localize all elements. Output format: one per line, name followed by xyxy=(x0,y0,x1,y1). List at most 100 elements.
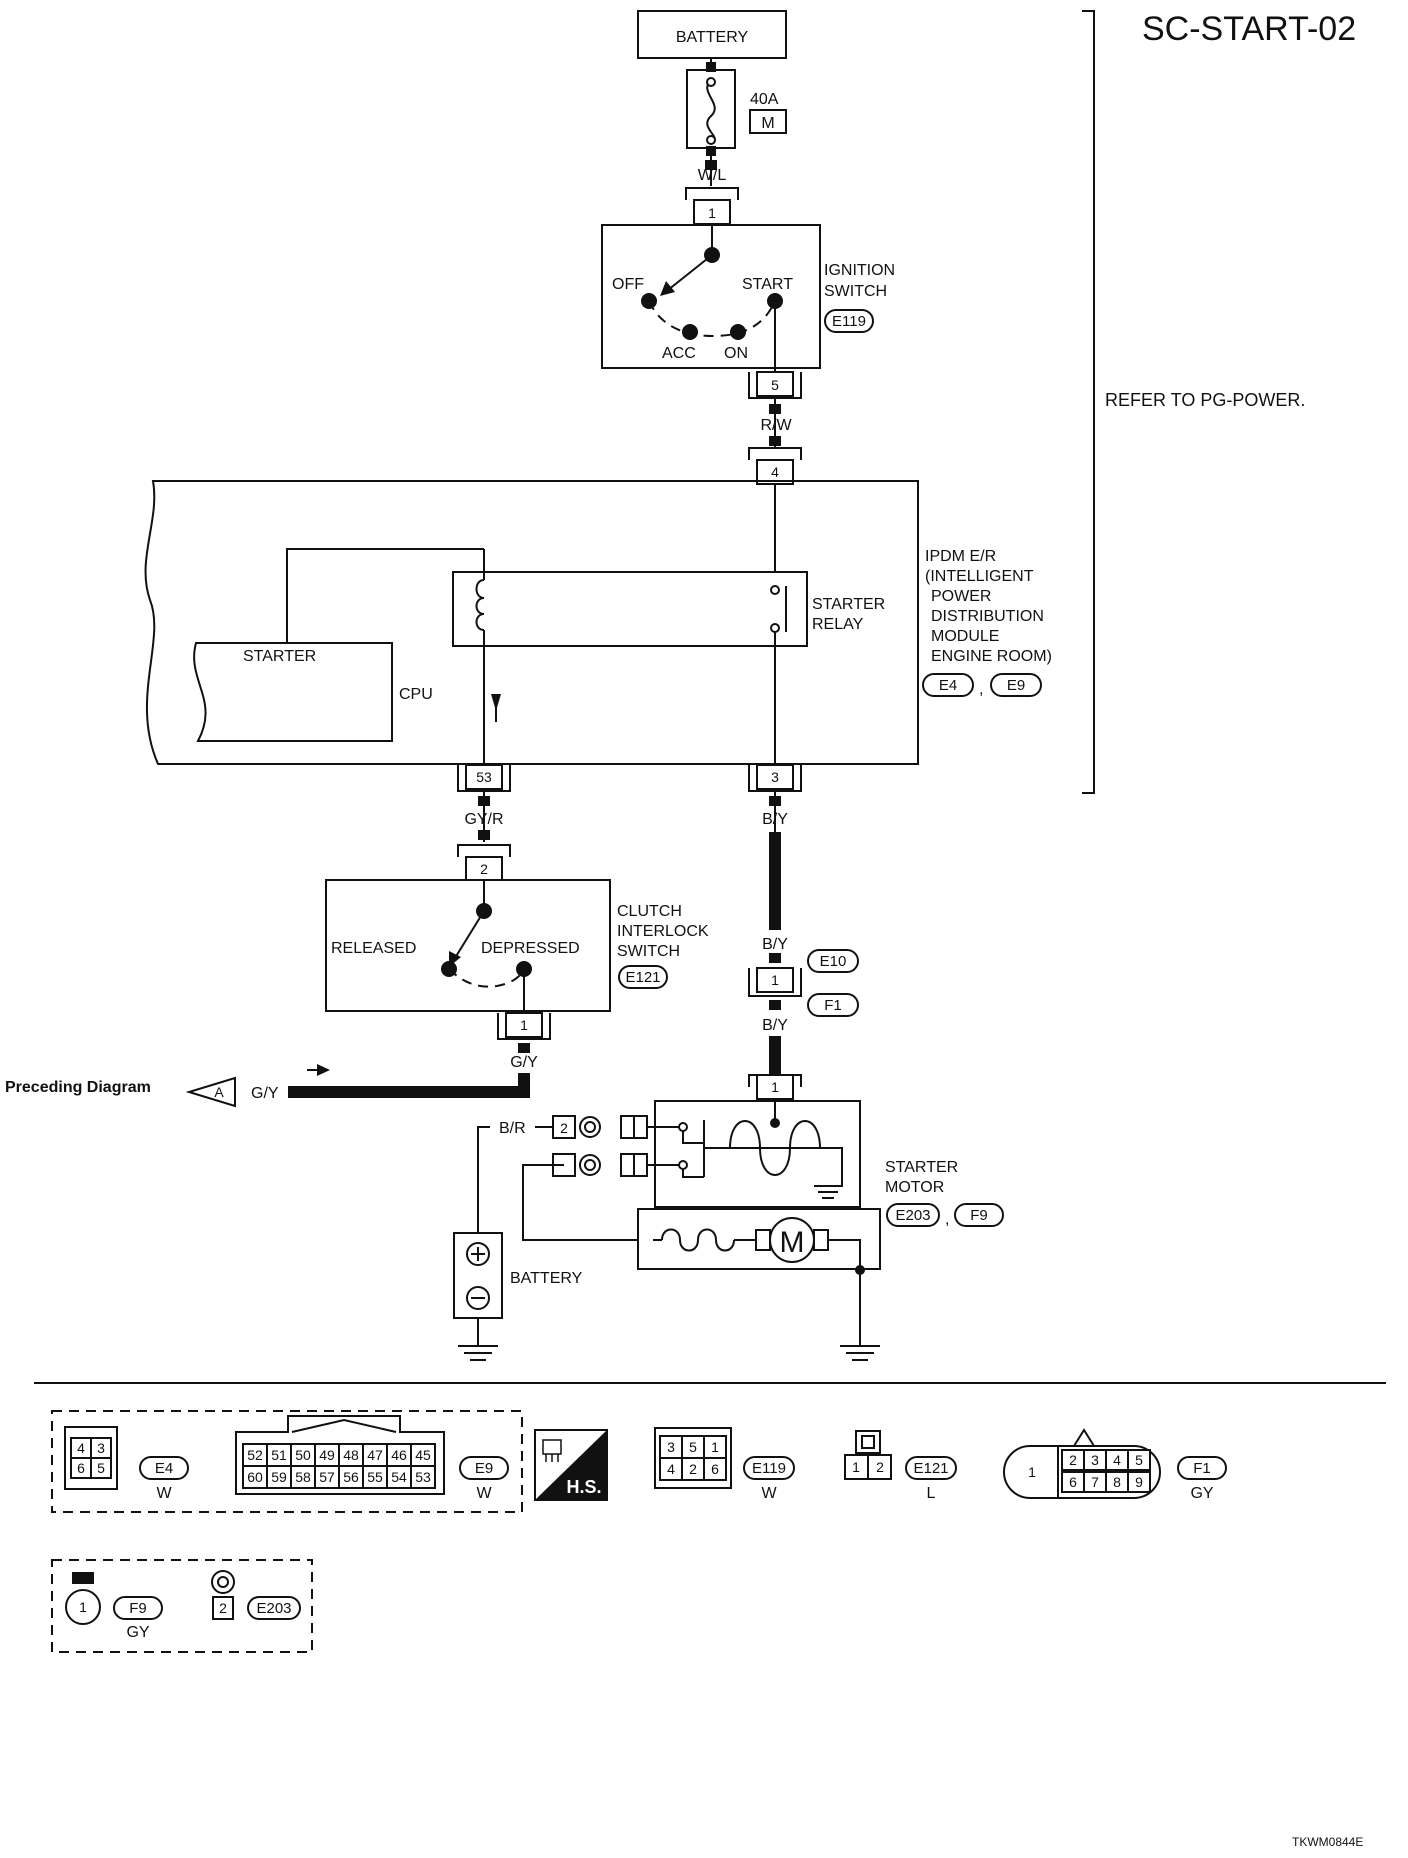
ipdm-connector-e9: E9 xyxy=(1007,677,1025,694)
ign-pin5-box xyxy=(756,371,794,397)
clutch-released: RELEASED xyxy=(331,940,416,957)
f1-pin: 8 xyxy=(1113,1474,1121,1490)
f1-pin: 9 xyxy=(1135,1474,1143,1490)
e203-view-pin: 2 xyxy=(219,1600,227,1616)
wire-b-y-1: B/Y xyxy=(762,811,788,828)
wire-b-r: B/R xyxy=(499,1120,526,1137)
e9-pin: 47 xyxy=(367,1447,383,1463)
ipdm-pin53-box xyxy=(465,764,503,790)
e4-pin: 4 xyxy=(77,1440,85,1456)
starter-pin-main: 1 xyxy=(771,1079,779,1095)
e9-pin: 52 xyxy=(247,1447,263,1463)
ipdm-pin3-box xyxy=(756,764,794,790)
e9-pin: 60 xyxy=(247,1469,263,1485)
field-coil xyxy=(661,1228,735,1252)
f9-view-color: GY xyxy=(126,1624,149,1641)
f1-pin: 4 xyxy=(1113,1452,1121,1468)
f9-e203-group xyxy=(51,1559,313,1653)
f9-face xyxy=(65,1572,101,1625)
e9-pin: 57 xyxy=(319,1469,335,1485)
fuse-letter-box xyxy=(749,109,787,134)
e4-pin: 3 xyxy=(97,1440,105,1456)
e9-pin: 49 xyxy=(319,1447,335,1463)
e121-pin: 1 xyxy=(852,1459,860,1475)
e203-view-id: E203 xyxy=(256,1600,291,1617)
joint-conn-lower: F1 xyxy=(824,997,842,1014)
e4-view-badge xyxy=(139,1456,189,1480)
relay-label-2: RELAY xyxy=(812,616,864,633)
cpu-box xyxy=(193,642,393,742)
e121-badge xyxy=(618,965,668,989)
cpu-starter: STARTER xyxy=(243,648,316,665)
e119-badge xyxy=(824,309,874,333)
e4-badge xyxy=(922,673,974,697)
ipdm-label-1: IPDM E/R xyxy=(925,548,996,565)
f1-pin: 7 xyxy=(1091,1474,1099,1490)
f1-big-pin: 1 xyxy=(1028,1464,1036,1480)
e9-pin-grid xyxy=(242,1443,436,1489)
clutch-pin-out: 1 xyxy=(520,1017,528,1033)
clutch-switch-box xyxy=(325,879,611,1012)
ign-pin-out: 5 xyxy=(771,377,779,393)
clutch-label-3: SWITCH xyxy=(617,943,680,960)
e9-view-id: E9 xyxy=(475,1460,493,1477)
battery-top-box xyxy=(637,10,787,59)
f9-view-id: F9 xyxy=(129,1600,147,1617)
f1-pin: 6 xyxy=(1069,1474,1077,1490)
e9-pin: 56 xyxy=(343,1469,359,1485)
e9-view-badge xyxy=(459,1456,509,1480)
svg-text:,: , xyxy=(979,681,983,698)
e9-pin: 55 xyxy=(367,1469,383,1485)
wire-g-y-1: G/Y xyxy=(510,1054,538,1071)
e10-badge xyxy=(807,949,859,973)
wire-b-y-3: B/Y xyxy=(762,1017,788,1034)
e9-face xyxy=(235,1415,445,1495)
clutch-label-1: CLUTCH xyxy=(617,903,682,920)
f1-badge xyxy=(807,993,859,1017)
e9-pin: 54 xyxy=(391,1469,407,1485)
e119-pin: 3 xyxy=(667,1439,675,1455)
ign-pin-in: 1 xyxy=(708,205,716,221)
f9-view-badge xyxy=(113,1596,163,1620)
ipdm-label-4: DISTRIBUTION xyxy=(931,608,1044,625)
ignition-switch-connector: E119 xyxy=(832,313,866,330)
clutch-depressed: DEPRESSED xyxy=(481,940,580,957)
f1-view-id: F1 xyxy=(1193,1460,1211,1477)
refer-bracket xyxy=(1082,10,1095,794)
wire-w-l: W/L xyxy=(698,167,727,184)
e203-badge xyxy=(886,1203,940,1227)
f1-pin: 3 xyxy=(1091,1452,1099,1468)
e4-view-id: E4 xyxy=(155,1460,173,1477)
preceding-marker-letter: A xyxy=(214,1084,224,1100)
joint-conn-upper: E10 xyxy=(820,953,847,970)
clutch-pin-in: 2 xyxy=(480,861,488,877)
solenoid-coil xyxy=(729,1120,821,1176)
e9-pin: 58 xyxy=(295,1469,311,1485)
diagram-code: SC-START-02 xyxy=(1142,10,1356,48)
e121-view-badge xyxy=(905,1456,957,1480)
clutch-label-2: INTERLOCK xyxy=(617,923,709,940)
e119-view-color: W xyxy=(761,1485,777,1502)
e121-face xyxy=(844,1430,892,1480)
e9-pin: 50 xyxy=(295,1447,311,1463)
relay-coil xyxy=(475,579,485,631)
ign-start: START xyxy=(742,276,793,293)
e9-pin: 59 xyxy=(271,1469,287,1485)
e9-pin: 45 xyxy=(415,1447,431,1463)
ignition-switch-label-1: IGNITION xyxy=(824,262,895,279)
f9-badge xyxy=(954,1203,1004,1227)
f1-view-badge xyxy=(1177,1456,1227,1480)
wire-r-w: R/W xyxy=(760,417,792,434)
fuse-letter: M xyxy=(761,115,774,132)
ipdm-pin-cpu: 53 xyxy=(476,769,492,785)
starter-motor-label-1: STARTER xyxy=(885,1159,958,1176)
ign-on: ON xyxy=(724,345,748,362)
ipdm-pin-in: 4 xyxy=(771,464,779,480)
clutch-connector: E121 xyxy=(625,969,660,986)
relay-label-1: STARTER xyxy=(812,596,885,613)
motor-symbol: M xyxy=(780,1226,805,1259)
e121-view-id: E121 xyxy=(913,1460,948,1477)
starter-pin1-box xyxy=(756,1074,794,1100)
e119-pin: 6 xyxy=(711,1461,719,1477)
svg-text:,: , xyxy=(945,1211,949,1228)
